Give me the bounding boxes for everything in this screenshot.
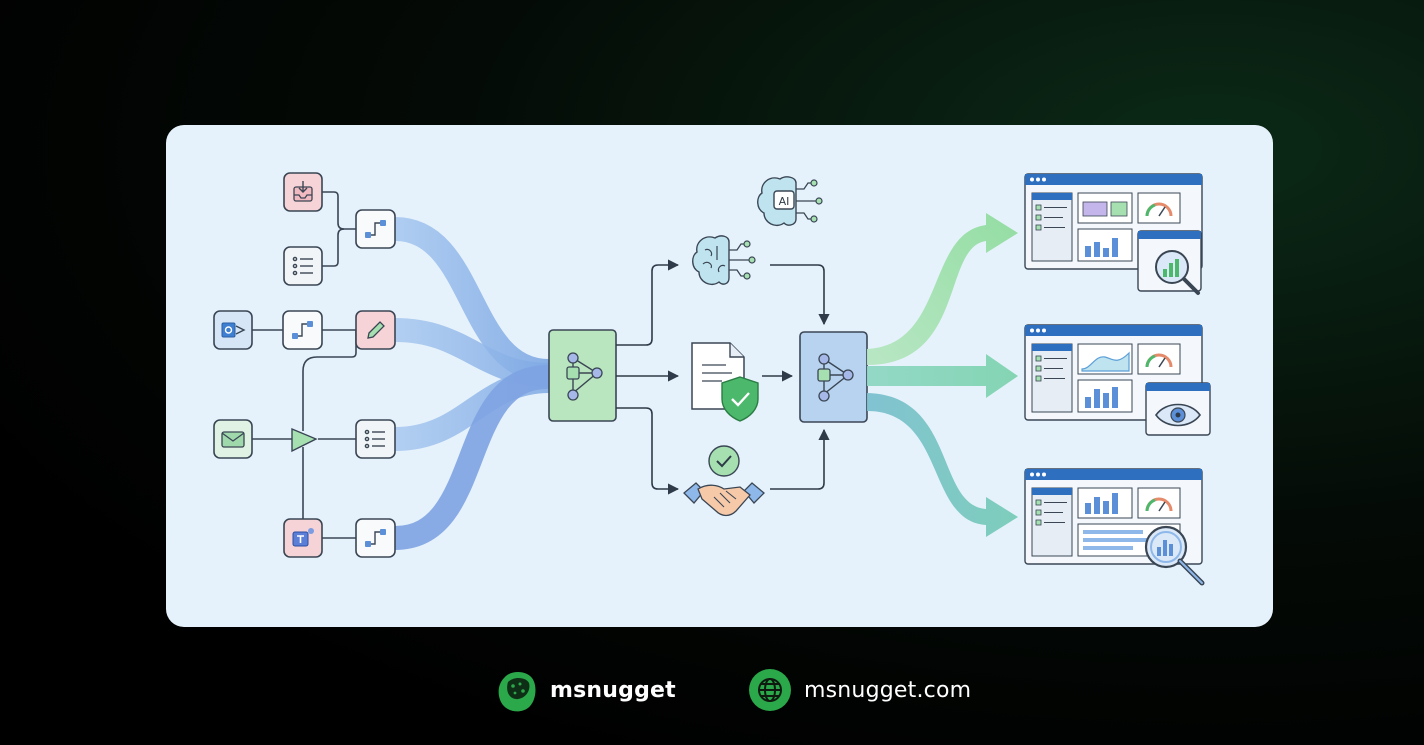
inbox-download-icon xyxy=(283,172,323,212)
outbound-flows xyxy=(867,213,1018,537)
email-icon xyxy=(213,419,253,459)
connector-icon xyxy=(355,209,396,249)
diagram-card: AI xyxy=(166,125,1273,627)
checklist-icon xyxy=(355,419,396,459)
eye-view-icon xyxy=(1145,382,1211,436)
edit-icon xyxy=(355,310,396,350)
globe-icon xyxy=(749,669,791,711)
connector-icon xyxy=(355,518,396,558)
dashboard-icon xyxy=(1024,173,1203,270)
inbound-flows xyxy=(394,217,550,550)
nugget-logo-icon xyxy=(498,672,536,712)
footer-brand: msnugget xyxy=(496,668,676,712)
brand-name: msnugget xyxy=(550,677,676,703)
secure-document-icon xyxy=(691,342,759,422)
hub-network-icon xyxy=(548,329,617,422)
source-connector-lines xyxy=(252,191,357,539)
handshake-approval-icon xyxy=(683,445,765,517)
ai-badge-text: AI xyxy=(779,195,790,208)
footer-website[interactable]: msnugget.com xyxy=(748,668,971,712)
website-link[interactable]: msnugget.com xyxy=(804,677,972,703)
processing-arrows xyxy=(616,259,830,495)
teams-icon xyxy=(283,518,323,558)
ai-badge-brain-icon: AI xyxy=(757,176,823,227)
workflow-diagram: AI xyxy=(213,172,1211,586)
magnifier-chart-icon xyxy=(1137,230,1202,295)
hub-network-icon xyxy=(799,331,868,423)
connector-icon xyxy=(282,310,323,350)
ai-brain-icon xyxy=(692,235,756,286)
outlook-icon xyxy=(213,310,253,350)
checklist-icon xyxy=(283,246,323,286)
magnifier-chart-icon xyxy=(1144,525,1205,586)
play-icon xyxy=(291,427,318,453)
